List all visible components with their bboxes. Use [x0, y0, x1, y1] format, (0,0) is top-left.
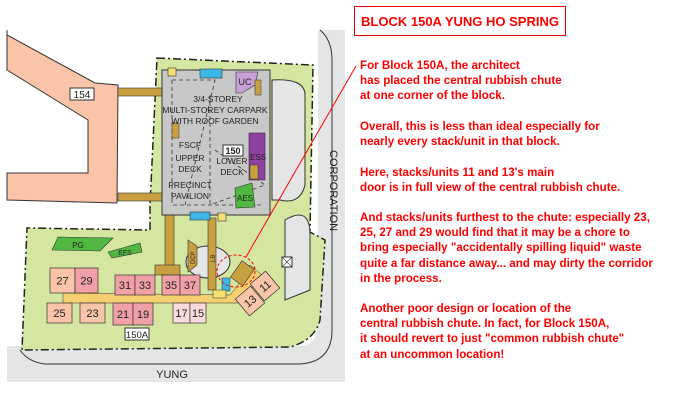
pavilion-label: PRECINCT	[168, 180, 211, 190]
block-150a-label: 150A	[126, 330, 149, 341]
unit-number: 33	[139, 280, 151, 292]
aes-label: AES	[237, 194, 253, 203]
dcp-label: DCP	[191, 251, 197, 264]
uc-label: UC	[239, 77, 252, 87]
upper-deck-label: FSCF	[179, 140, 201, 150]
carpark-label: MULTI-STOREY CARPARK	[162, 105, 267, 115]
unit-block	[132, 302, 154, 326]
road-label-corporation: CORPORATION	[327, 150, 339, 231]
upper-deck-label: UPPER	[175, 153, 204, 163]
ess-label: ESS	[250, 153, 266, 162]
road-label-yung: YUNG	[156, 369, 188, 381]
unit-number: 25	[53, 308, 65, 320]
pg-label: PG	[72, 241, 84, 250]
block-150-label: 150	[225, 146, 240, 156]
unit-block	[46, 302, 73, 324]
pointer-line	[245, 65, 357, 258]
unit-block	[189, 302, 207, 324]
unit-block	[179, 274, 201, 296]
annotation-paragraph: And stacks/units furthest to the chute: …	[360, 211, 653, 285]
annotation-paragraph: Overall, this is less than ideal especia…	[360, 120, 600, 149]
unit-number: 21	[117, 309, 129, 321]
unit-number: 17	[175, 308, 187, 320]
unit-number: 35	[165, 280, 177, 292]
unit-number: 23	[86, 308, 98, 320]
unit-block	[74, 267, 99, 294]
block-154-label: 154	[74, 90, 91, 101]
carpark-label: 3/4-STOREY	[193, 94, 243, 104]
unit-number: 37	[184, 280, 196, 292]
unit-number: 31	[119, 280, 131, 292]
rubbish-chute	[230, 260, 255, 287]
unit-block	[134, 274, 156, 296]
lower-deck-label: DECK	[220, 167, 244, 177]
upper-deck-label: DECK	[178, 164, 202, 174]
unit-number: 19	[137, 309, 149, 321]
unit-block	[79, 302, 106, 324]
page-title: BLOCK 150A YUNG HO SPRING	[354, 6, 566, 36]
lb-label: LB	[211, 255, 217, 262]
unit-number: 29	[80, 276, 92, 288]
carpark-label: WITH ROOF GARDEN	[171, 116, 258, 126]
pavilion-label: PAVILION	[171, 191, 209, 201]
block-154	[6, 30, 119, 204]
unit-number: 15	[192, 308, 204, 320]
lower-deck-label: LOWER	[216, 156, 247, 166]
unit-block	[234, 285, 266, 317]
unit-number: 27	[56, 276, 68, 288]
unit-block	[249, 270, 281, 302]
chute-highlight-circle	[216, 254, 256, 288]
efs-label: EFS	[118, 250, 132, 257]
